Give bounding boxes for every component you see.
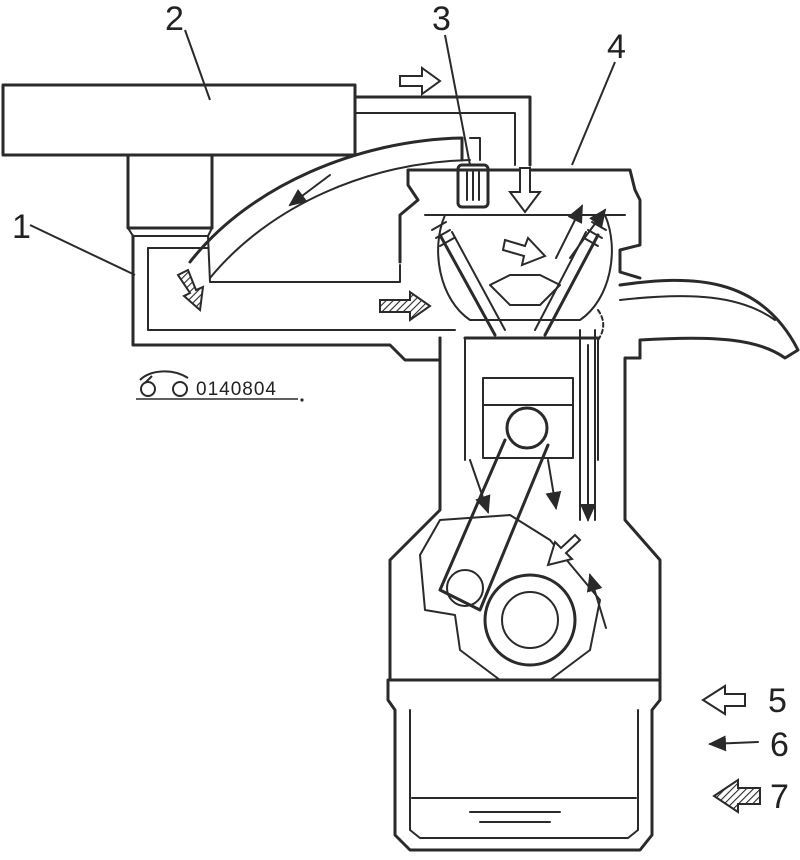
car-emblem-icon bbox=[136, 370, 304, 402]
blowby-flow-arrows bbox=[288, 174, 607, 629]
cylinder-head bbox=[398, 168, 642, 337]
pcv-valve bbox=[456, 163, 490, 209]
intake-duct bbox=[131, 234, 456, 362]
breather-passage-top bbox=[353, 95, 532, 167]
callout-2: 2 bbox=[165, 0, 184, 38]
oil-pan bbox=[386, 678, 662, 852]
legend-item-5: 5 bbox=[701, 682, 787, 720]
blowby-passage bbox=[579, 309, 605, 521]
pcv-hose bbox=[188, 136, 481, 279]
drawing-code-group: 0140804 bbox=[136, 370, 304, 402]
hollow-arrow-icon bbox=[701, 684, 746, 716]
hatched-arrow-icon bbox=[712, 778, 761, 814]
fresh-air-arrows bbox=[399, 66, 582, 567]
legend-number-6: 6 bbox=[770, 726, 789, 764]
engine-block bbox=[388, 336, 662, 682]
drawing-code: 0140804 bbox=[196, 379, 277, 400]
legend-item-7: 7 bbox=[712, 778, 789, 816]
callout-4: 4 bbox=[607, 28, 626, 66]
exhaust-pipe bbox=[618, 278, 800, 360]
thin-arrow-icon bbox=[708, 735, 759, 752]
legend-number-7: 7 bbox=[770, 778, 789, 816]
callout-1: 1 bbox=[12, 208, 31, 246]
legend-number-5: 5 bbox=[768, 682, 787, 720]
hatched-flow-arrows bbox=[176, 268, 432, 322]
callout-leaders bbox=[29, 29, 616, 276]
callout-3: 3 bbox=[432, 0, 451, 38]
air-cleaner bbox=[1, 83, 357, 237]
legend-item-6: 6 bbox=[708, 726, 789, 764]
legend: 5 6 7 bbox=[701, 682, 789, 816]
